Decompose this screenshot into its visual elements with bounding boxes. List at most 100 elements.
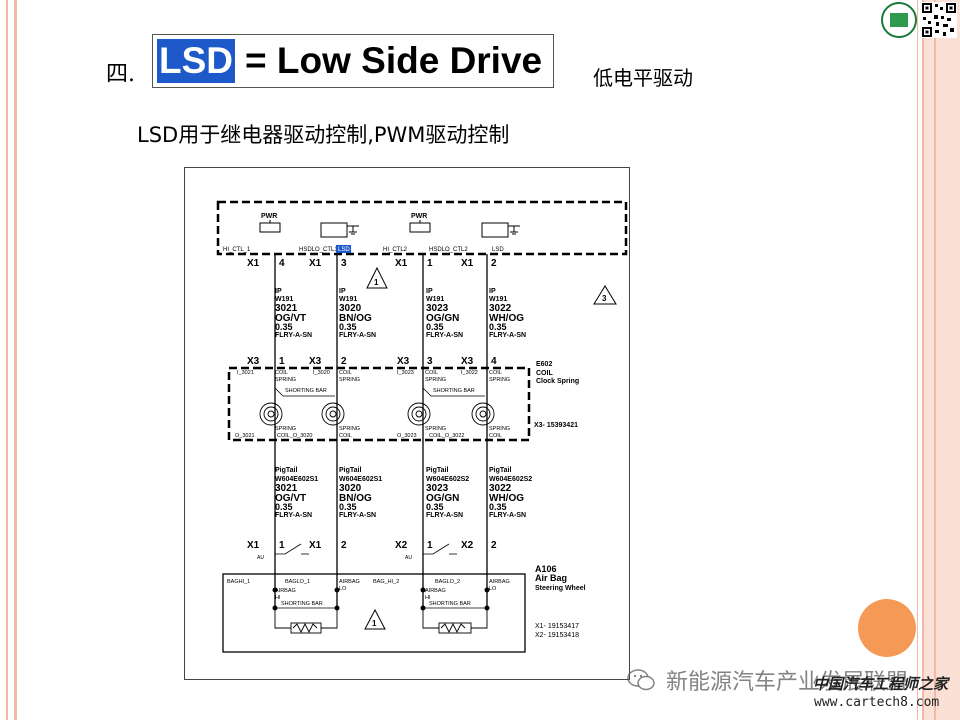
ab-label2-2: LO — [339, 586, 347, 592]
uw3-circuit: IP — [426, 288, 433, 295]
lw1-harness: W604E602S1 — [275, 476, 318, 483]
uw4-type: FLRY-A-SN — [489, 332, 526, 339]
uw2-type: FLRY-A-SN — [339, 332, 376, 339]
uw1-circuit: IP — [275, 288, 282, 295]
ab-shorting-bar-2: SHORTING BAR — [429, 601, 471, 607]
cs-bottom2-label-1: O_3021 — [235, 433, 255, 439]
section-number: 四. — [106, 62, 135, 87]
cs-conn-3: X3 — [397, 356, 410, 367]
lw3-circuit: PigTail — [426, 467, 448, 474]
top-pin-3: 1 — [427, 258, 433, 269]
lw1-circuit: PigTail — [275, 467, 297, 474]
lw1-size: 0.35 — [275, 502, 293, 512]
site-cn-watermark: 中国汽车工程师之家 — [813, 675, 949, 693]
lw3-code: 3023 — [426, 483, 449, 494]
uw3-code: 3023 — [426, 303, 449, 314]
uw1-harness: W191 — [275, 296, 293, 303]
driver-3-box — [409, 222, 431, 233]
note-1b: 1 — [372, 619, 377, 628]
uw2-circuit: IP — [339, 288, 346, 295]
ab-part-1: X1- 19153417 — [535, 623, 579, 630]
cs-top-label-1: I_3021 — [237, 370, 254, 376]
ab-label-3: AIRBAG — [339, 579, 360, 585]
uw4-code: 3022 — [489, 303, 512, 314]
note-triangle-1 — [366, 266, 388, 289]
uw2-color: BN/OG — [339, 313, 372, 324]
uw1-color: OG/VT — [275, 313, 306, 324]
cs-top-label-7: I_3022 — [461, 370, 478, 376]
ab-shorting-bar-1: SHORTING BAR — [281, 601, 323, 607]
ab-pin-1: 1 — [279, 540, 285, 551]
uw2-size: 0.35 — [339, 322, 357, 332]
top-pin-2: 3 — [341, 258, 347, 269]
wechat-watermark: 新能源汽车产业发展联盟 — [626, 664, 908, 696]
cs-shorting-bar-2: SHORTING BAR — [433, 388, 475, 394]
cs-id: E602 — [536, 361, 552, 368]
ab-label-5: BAGLO_2 — [435, 579, 460, 585]
lw4-color: WH/OG — [489, 493, 524, 504]
lw1-color: OG/VT — [275, 493, 306, 504]
page-title: LSD = Low Side Drive — [152, 34, 554, 88]
note-triangle-3 — [593, 285, 617, 305]
cs-pin-4: 4 — [491, 356, 497, 367]
wechat-text: 新能源汽车产业发展联盟 — [666, 670, 909, 695]
ab-conn-1: X1 — [247, 540, 260, 551]
pwr-label-2: PWR — [411, 213, 427, 220]
cs-conn-4: X3 — [461, 356, 474, 367]
cs-top-label-6: COIL — [425, 370, 438, 376]
top-pin-4: 2 — [491, 258, 497, 269]
ab-conn-3: X2 — [395, 540, 408, 551]
uw1-type: FLRY-A-SN — [275, 332, 312, 339]
pin-hi-ctl-2: HI_CTL2 — [383, 247, 408, 253]
right-border-line — [917, 0, 918, 720]
uw1-code: 3021 — [275, 303, 298, 314]
cs-bottom-label-4: SPRING — [489, 426, 510, 432]
uw3-color: OG/GN — [426, 313, 459, 324]
pin-lsd-2: LSD — [492, 247, 504, 253]
driver-1-box — [259, 222, 281, 233]
cs-top-label-2: COIL — [275, 370, 288, 376]
ab-label2-1: AIRBAG — [275, 588, 296, 594]
top-pin-1: 4 — [279, 258, 285, 269]
accent-circle — [858, 599, 916, 657]
wiring-diagram-svg: PWR PWR HI_CTL_1 HSDLO_CTL1 LSD HI_CTL2 … — [216, 200, 628, 653]
ab-label-4: BAG_HI_2 — [373, 579, 399, 585]
cs-conn-1: X3 — [247, 356, 260, 367]
top-module-box — [216, 200, 628, 256]
uw4-color: WH/OG — [489, 313, 524, 324]
uw3-harness: W191 — [426, 296, 444, 303]
logo-badge-icon — [881, 2, 917, 38]
ab-pin-2: 2 — [341, 540, 347, 551]
cs-pin-2: 2 — [341, 356, 347, 367]
lw2-harness: W604E602S1 — [339, 476, 382, 483]
ab-conn-2: X1 — [309, 540, 322, 551]
cs-bottom2-label-2: COIL_O_3020 — [277, 433, 312, 439]
cs-top-label-5: I_3023 — [397, 370, 414, 376]
cs-bottom2-label-5: COIL_O_3022 — [429, 433, 464, 439]
uw4-circuit: IP — [489, 288, 496, 295]
au-label-2: AU — [405, 555, 412, 561]
top-conn-2: X1 — [309, 258, 322, 269]
pin-hsdlo-ctl2: HSDLO_CTL2 — [429, 247, 468, 253]
cs-pin-1: 1 — [279, 356, 285, 367]
top-conn-4: X1 — [461, 258, 474, 269]
lw4-code: 3022 — [489, 483, 512, 494]
cs-bottom-label-2: SPRING — [339, 426, 360, 432]
ab-label2-3: AIRBAG — [425, 588, 446, 594]
note-triangle-1b — [364, 608, 386, 630]
clock-spring-box — [227, 366, 531, 442]
cs-name-2: Clock Spring — [536, 378, 579, 385]
pin-lsd-1: LSD — [338, 247, 350, 253]
driver-4-box — [481, 222, 509, 238]
subtitle: 低电平驱动 — [593, 66, 693, 90]
right-border-band — [922, 0, 960, 720]
description: LSD用于继电器驱动控制,PWM驱动控制 — [137, 123, 510, 147]
lw4-harness: W604E602S2 — [489, 476, 532, 483]
lw2-code: 3020 — [339, 483, 362, 494]
cs-part-number: X3- 15393421 — [534, 422, 578, 429]
cs-bottom2-label-6: COIL — [489, 433, 502, 439]
uw2-code: 3020 — [339, 303, 362, 314]
wiring-diagram: PWR PWR HI_CTL_1 HSDLO_CTL1 LSD HI_CTL2 … — [184, 167, 630, 680]
ab-pin-3: 1 — [427, 540, 433, 551]
uw3-type: FLRY-A-SN — [426, 332, 463, 339]
